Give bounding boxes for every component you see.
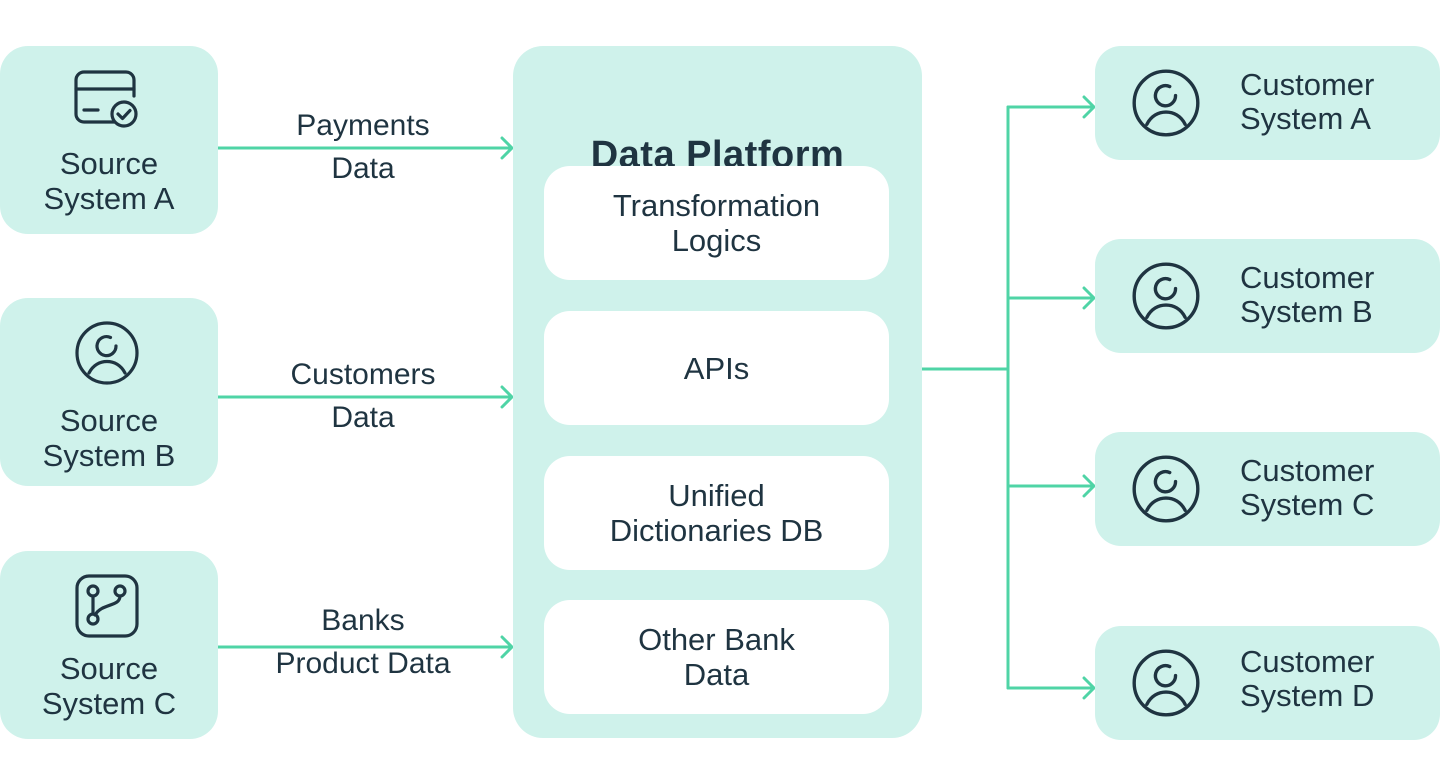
customer-system-c: Customer System C <box>1095 432 1440 546</box>
module-unified-dictionaries-db: Unified Dictionaries DB <box>544 456 889 570</box>
flow-line2: Product Data <box>275 647 451 680</box>
flow-line1: Payments <box>296 109 430 142</box>
source-line2: System C <box>41 686 177 721</box>
arrow-customer-b <box>1006 286 1096 310</box>
source-line1: Source <box>59 146 159 181</box>
module-line1: Transformation <box>612 188 821 223</box>
source-line2: System B <box>42 438 176 473</box>
source-system-b: Source System B <box>0 298 218 486</box>
customer-line1: Customer <box>1240 260 1375 295</box>
branch-icon <box>75 574 139 638</box>
flow-line1: Customers <box>290 358 436 391</box>
customer-line2: System D <box>1240 678 1375 713</box>
customer-system-b: Customer System B <box>1095 239 1440 353</box>
arrow-customer-c <box>1006 474 1096 498</box>
customer-system-a: Customer System A <box>1095 46 1440 160</box>
module-line1: APIs <box>683 350 750 386</box>
module-line2: Logics <box>671 223 762 258</box>
module-line1: Unified <box>668 478 765 513</box>
module-line2: Data <box>683 657 750 692</box>
source-system-a: Source System A <box>0 46 218 234</box>
arrow-banks <box>216 635 514 659</box>
flow-line2: Data <box>331 152 395 185</box>
source-line2: System A <box>43 181 175 216</box>
user-circle-icon <box>1132 649 1200 717</box>
customer-line1: Customer <box>1240 644 1375 679</box>
module-line2: Dictionaries DB <box>609 513 824 548</box>
customer-line1: Customer <box>1240 67 1375 102</box>
user-circle-icon <box>1132 69 1200 137</box>
arrow-customers <box>216 385 514 409</box>
module-apis: APIs <box>544 311 889 425</box>
customer-line1: Customer <box>1240 453 1375 488</box>
customer-line2: System B <box>1240 294 1373 329</box>
arrow-customer-a <box>1006 95 1096 119</box>
flow-label-customers: Customers Data <box>233 353 493 439</box>
customer-line2: System A <box>1240 101 1371 136</box>
source-system-c: Source System C <box>0 551 218 739</box>
module-line1: Other Bank <box>638 622 795 657</box>
card-check-icon <box>74 70 138 128</box>
source-line1: Source <box>59 651 159 686</box>
flow-line2: Data <box>331 401 395 434</box>
module-transformation-logics: Transformation Logics <box>544 166 889 280</box>
flow-label-payments: Payments Data <box>233 104 493 190</box>
user-circle-icon <box>1132 262 1200 330</box>
arrow-trunk <box>920 105 1010 690</box>
customer-system-d: Customer System D <box>1095 626 1440 740</box>
source-line1: Source <box>59 403 159 438</box>
customer-line2: System C <box>1240 487 1375 522</box>
user-circle-icon <box>75 321 139 385</box>
arrow-customer-d <box>1006 676 1096 700</box>
user-circle-icon <box>1132 455 1200 523</box>
flow-line1: Banks <box>321 604 405 637</box>
flow-label-banks: Banks Product Data <box>233 599 493 685</box>
arrow-payments <box>216 136 514 160</box>
module-other-bank-data: Other Bank Data <box>544 600 889 714</box>
